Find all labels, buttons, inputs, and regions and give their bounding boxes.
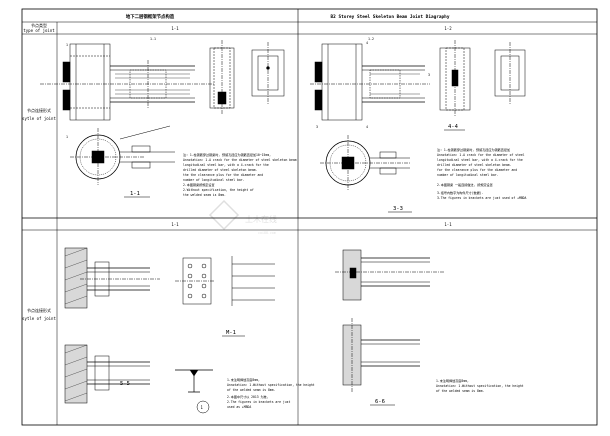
panel1-note-9: the welded seam is 8mm. xyxy=(183,193,226,197)
column-beam-elevation-4b xyxy=(342,318,420,392)
section-detail-right xyxy=(209,40,235,115)
panel1-note-7: 2.本图钢梁按规定设置 xyxy=(183,182,215,187)
sheet-title-en: B2 Storey Steel Skeleton Beam Joint Diag… xyxy=(331,14,450,20)
panel2-note-7: 2.本图钢梁 一般连接做法, 按规定设置 xyxy=(437,182,493,187)
panel-2: 1-2 4-4 xyxy=(310,37,526,213)
panel2-section-bottom: 3-3 xyxy=(393,206,403,212)
panel2-mark-1: 4 xyxy=(366,41,368,45)
panel2-section-side: 4-4 xyxy=(448,124,459,130)
rebar-lines xyxy=(115,73,190,95)
row2-header-cn: 节点连接形式 xyxy=(27,307,51,313)
row1-header-cn: 节点连接形式 xyxy=(27,107,51,113)
col-label-4: 1-1 xyxy=(444,222,452,227)
panel4-note-3: of the welded seam is 8mm. xyxy=(436,389,485,393)
panel3-note-4: 2.本图中尺寸以 2013 为准, xyxy=(227,394,269,399)
panel1-note-1: 注: 1.柱钢筋穿过钢梁时, 预留孔径应为钢筋直径加10~15mm, xyxy=(183,152,271,157)
panel2-notes: 注: 1.柱钢筋穿过钢梁时, 预留孔径应为钢筋直径加 Annotation: 1… xyxy=(437,147,527,200)
panel4-notes: 1.未注明焊缝高度8mm, Annotation: 1.Without spec… xyxy=(436,378,524,393)
panel3-note-5: 2.The figures in brackets are just xyxy=(227,400,290,404)
watermark: 土木在线 coi88.com xyxy=(208,199,277,235)
panel4-note-1: 1.未注明焊缝高度8mm, xyxy=(436,378,469,383)
wall-elevation-lower xyxy=(64,344,150,404)
panel1-note-3: longitudinal steel bar, with a 4-crack f… xyxy=(183,163,269,167)
circular-column-plan xyxy=(70,125,175,185)
panel1-section-top: 1-1 xyxy=(150,37,156,41)
panel2-note-9: 3.The figures in brackets are just used … xyxy=(437,196,527,200)
panel1-note-8: 2.Without specification, the height of xyxy=(183,188,254,192)
panel1-note-6: number of longitudinal steel bar. xyxy=(183,178,245,182)
panel1-notes: 注: 1.柱钢筋穿过钢梁时, 预留孔径应为钢筋直径加10~15mm, Annot… xyxy=(183,152,297,197)
panel1-mark-2: 1 xyxy=(66,135,68,139)
panel2-note-8: 3.括号内数字为构件尺寸(数据). xyxy=(437,190,484,195)
panel2-note-6: number of longitudinal steel bar. xyxy=(437,173,499,177)
row2-header-en: sytle of joint xyxy=(22,316,56,321)
panel3-note-6: used as +MBDA xyxy=(227,405,251,409)
panel2-mark-2: 3 xyxy=(428,73,430,77)
watermark-url: coi88.com xyxy=(258,231,276,235)
panel-1: 1-1 xyxy=(40,37,285,198)
panel2-note-5: for the clearance plus for the diameter … xyxy=(437,168,517,172)
detail-circle-icon xyxy=(196,400,210,414)
anchor-bolts-side xyxy=(231,256,275,306)
beam-elevation xyxy=(40,60,215,108)
panel2-note-3: longitudinal steel bar, with a 4-crack f… xyxy=(437,158,523,162)
anchor-plate-m1 xyxy=(175,257,215,305)
column-beam-elevation-4 xyxy=(335,249,445,301)
panel1-section-bottom: 1-1 xyxy=(130,191,140,197)
weld-detail xyxy=(175,369,213,393)
col-label-3: 1-1 xyxy=(171,222,179,227)
panel3-note-1: 1.未注明焊缝高度8mm, xyxy=(227,377,260,382)
watermark-text: 土木在线 xyxy=(245,214,277,224)
panel3-circle-label: 1 xyxy=(201,405,204,410)
panel3-note-3: of the welded seam is 8mm. xyxy=(227,388,276,392)
section-3-right xyxy=(494,42,526,104)
column-plan xyxy=(251,42,285,104)
panel2-note-4: drilled diameter of steel skeleton beam. xyxy=(437,163,512,167)
panel2-mark-4: 3 xyxy=(316,125,318,129)
panel2-note-2: Annotation: 1.A crack for the diameter o… xyxy=(437,153,525,157)
panel3-plate-label: M-1 xyxy=(226,330,236,336)
row1-header-en: sytle of joint xyxy=(22,116,56,121)
beam-elevation-2 xyxy=(310,65,430,103)
title-grid xyxy=(21,8,598,426)
panel1-note-2: Annotation: 1.A crack for the diameter o… xyxy=(183,158,297,162)
col-label-2: 1-2 xyxy=(444,26,452,31)
row-header-en: type of joint xyxy=(23,28,55,33)
panel-4: 6-6 xyxy=(335,249,445,406)
panel3-section-bottom: 5-5 xyxy=(120,381,130,387)
panel2-section-top: 1-2 xyxy=(368,37,374,41)
panel1-note-5: the the clearance plus for the diameter … xyxy=(183,173,263,177)
panel1-mark-1: 1 xyxy=(66,43,68,47)
panel3-note-2: Annotation: 1.Without specification, the… xyxy=(227,383,315,387)
panel2-mark-3: 4 xyxy=(366,125,368,129)
column-elevation-2 xyxy=(314,43,363,121)
column-elevation xyxy=(62,43,111,121)
row-header-cn: 节点类型 xyxy=(31,22,47,28)
sheet-title-cn: 地下二层钢框架节点构造 xyxy=(126,13,175,20)
panel-3: 5-5 M-1 1 xyxy=(64,247,275,414)
panel4-note-2: Annotation: 1.Without specification, the… xyxy=(436,384,524,388)
panel2-note-1: 注: 1.柱钢筋穿过钢梁时, 预留孔径应为钢筋直径加 xyxy=(437,147,510,152)
section-4-4 xyxy=(439,40,471,116)
wall-elevation-upper xyxy=(64,247,160,309)
panel1-note-4: drilled diameter of steel skeleton beam. xyxy=(183,168,258,172)
panel4-section-bottom: 6-6 xyxy=(375,399,385,405)
panel3-notes: 1.未注明焊缝高度8mm, Annotation: 1.Without spec… xyxy=(227,377,315,409)
col-label-1: 1-1 xyxy=(171,26,179,31)
circular-column-plan-2 xyxy=(320,135,410,190)
watermark-logo-icon xyxy=(208,199,240,231)
